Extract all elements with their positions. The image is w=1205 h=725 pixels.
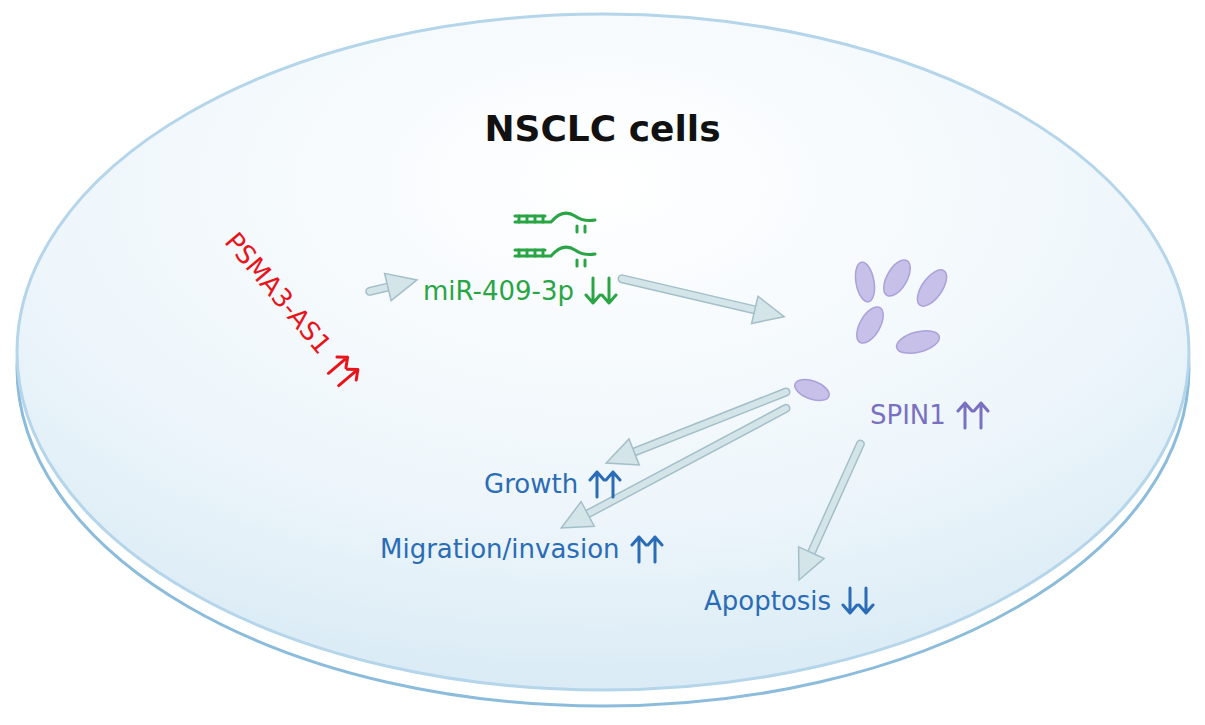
- flow-arrow: [561, 408, 786, 528]
- arrow-head: [561, 502, 594, 528]
- mirna-icon: [511, 204, 601, 276]
- text-row: Growth: [484, 469, 622, 499]
- arrow-shaft: [622, 279, 757, 311]
- arrow-head: [799, 547, 825, 580]
- text-row: Migration/invasion: [380, 534, 664, 564]
- protein-node: SPIN1: [790, 250, 1020, 440]
- text-row: SPIN1: [870, 400, 990, 430]
- text-row: miR-409-3p: [423, 276, 618, 306]
- arrow-shaft-edge: [622, 279, 757, 311]
- node-label: miR-409-3p: [423, 276, 574, 306]
- arrow-head: [752, 296, 784, 323]
- flow-arrow: [370, 273, 417, 300]
- mirna-node: miR-409-3p: [423, 204, 618, 306]
- arrow-shaft-edge: [586, 408, 786, 514]
- double-up-arrow: [956, 400, 990, 430]
- arrow-head: [606, 439, 639, 465]
- flow-arrow: [622, 279, 784, 324]
- double-down-arrow: [584, 276, 618, 306]
- label-node: Growth: [484, 469, 622, 499]
- arrow-shaft-edge: [370, 287, 390, 292]
- text-row: Apoptosis: [704, 586, 875, 616]
- double-down-arrow: [841, 586, 875, 616]
- arrow-head: [385, 273, 417, 300]
- node-label: SPIN1: [870, 400, 946, 430]
- node-label: Growth: [484, 469, 578, 499]
- double-up-arrow: [630, 534, 664, 564]
- arrow-shaft: [586, 408, 786, 514]
- double-up-arrow: [588, 469, 622, 499]
- diagram-title: NSCLC cells: [0, 108, 1205, 149]
- flow-arrow: [799, 444, 861, 580]
- node-label: Migration/invasion: [380, 534, 620, 564]
- label-node: Apoptosis: [704, 586, 875, 616]
- node-label: Apoptosis: [704, 586, 831, 616]
- label-node: Migration/invasion: [380, 534, 664, 564]
- arrow-shaft: [811, 444, 861, 554]
- arrow-shaft-edge: [811, 444, 861, 554]
- arrow-shaft: [370, 287, 390, 292]
